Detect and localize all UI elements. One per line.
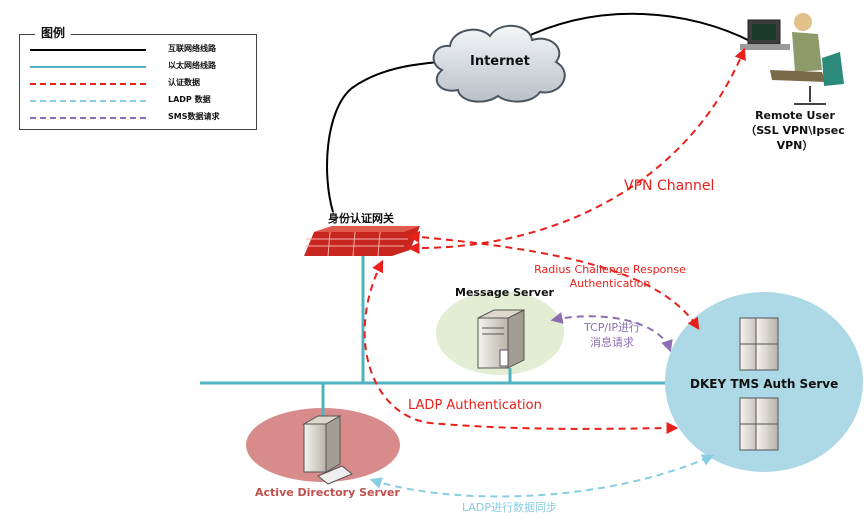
- legend-swatch: [30, 117, 146, 119]
- message-server-label: Message Server: [455, 286, 554, 299]
- ad-server-icon: [302, 415, 353, 485]
- tcpip-label-line-2: 消息请求: [590, 336, 634, 349]
- tcpip-label-line-1: TCP/IP进行: [584, 321, 640, 334]
- ladp-sync-link: [369, 454, 715, 498]
- tcpip-label: TCP/IP进行 消息请求: [576, 320, 648, 350]
- radius-label-line-2: Authentication: [569, 277, 651, 290]
- legend-swatch: [30, 66, 146, 68]
- dkey-server-stack-top-icon: [739, 317, 779, 371]
- ladp-auth-label: LADP Authentication: [408, 398, 542, 413]
- legend-label: SMS数据请求: [168, 112, 220, 121]
- message-server-icon: [477, 309, 525, 369]
- ad-server-label: Active Directory Server: [255, 486, 400, 499]
- remote-user-label: Remote User （SSL VPN\Ipsec VPN）: [740, 108, 850, 153]
- legend-item: SMS数据请求: [30, 111, 250, 125]
- internet-line-remote: [519, 12, 753, 43]
- legend-swatch: [30, 49, 146, 51]
- legend-swatch: [30, 100, 146, 102]
- radius-label: Radius Challenge Response Authentication: [520, 263, 700, 291]
- legend-item: 以太网络线路: [30, 60, 250, 74]
- ladp-sync-label: LADP进行数据同步: [462, 501, 558, 514]
- legend-item: 认证数据: [30, 77, 250, 91]
- dkey-zone: [665, 292, 863, 472]
- legend-label: LADP 数据: [168, 95, 211, 104]
- legend-item: 互联网络线路: [30, 43, 250, 57]
- dkey-label: DKEY TMS Auth Serve: [690, 377, 839, 391]
- remote-user-line-3: VPN）: [776, 139, 814, 152]
- legend-title: 图例: [35, 24, 72, 41]
- internet-label: Internet: [470, 54, 530, 69]
- legend-label: 以太网络线路: [168, 61, 216, 70]
- legend-label: 互联网络线路: [168, 44, 216, 53]
- remote-user-line-1: Remote User: [755, 109, 835, 122]
- gateway-firewall-icon: [304, 226, 420, 257]
- vpn-channel-label: VPN Channel: [624, 178, 715, 194]
- legend-label: 认证数据: [168, 78, 200, 87]
- gateway-label: 身份认证网关: [328, 212, 394, 225]
- legend-item: LADP 数据: [30, 94, 250, 108]
- legend-swatch: [30, 83, 146, 85]
- tcpip-link: [550, 312, 673, 353]
- dkey-server-stack-bottom-icon: [739, 397, 779, 451]
- ladp-auth-link: [363, 259, 679, 435]
- remote-user-icon: [740, 13, 844, 105]
- remote-user-line-2: （SSL VPN\Ipsec: [745, 124, 845, 137]
- radius-label-line-1: Radius Challenge Response: [534, 263, 686, 276]
- internet-line-gateway: [326, 61, 441, 213]
